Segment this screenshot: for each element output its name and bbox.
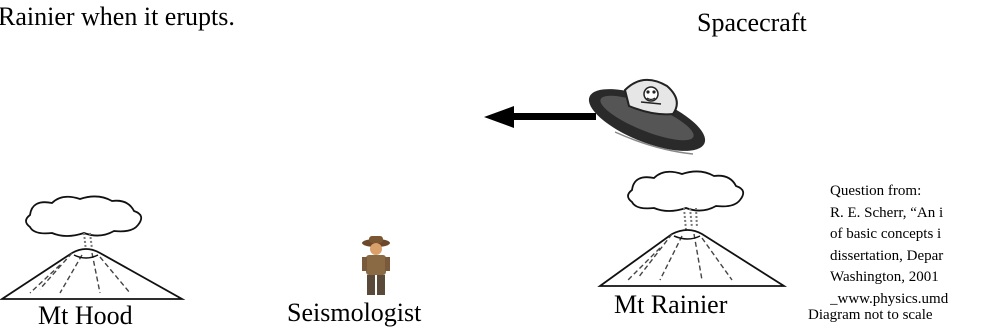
citation-line: dissertation, Depar (830, 247, 944, 264)
citation-line: of basic concepts i (830, 226, 942, 242)
seismologist-figure-icon (362, 236, 390, 295)
mt-rainier-label: Mt Rainier (614, 290, 728, 319)
mt-hood-label: Mt Hood (38, 301, 133, 330)
seismologist-label: Seismologist (287, 298, 422, 327)
citation-line: _www.physics.umd (830, 290, 949, 307)
intro-text: Rainier when it erupts. (0, 2, 235, 31)
scale-note: Diagram not to scale (808, 307, 933, 323)
citation-text: Question from: R. E. Scherr, “An i of ba… (830, 181, 994, 310)
citation-line: Washington, 2001 (830, 269, 939, 285)
mt-rainier-volcano-icon (597, 170, 788, 287)
mt-hood-volcano-icon (0, 195, 186, 300)
spacecraft-icon (588, 79, 706, 155)
citation-line: Question from: (830, 183, 922, 199)
spacecraft-label: Spacecraft (697, 8, 807, 37)
citation-line: R. E. Scherr, “An i (830, 204, 944, 221)
left-arrow-icon (484, 106, 596, 128)
